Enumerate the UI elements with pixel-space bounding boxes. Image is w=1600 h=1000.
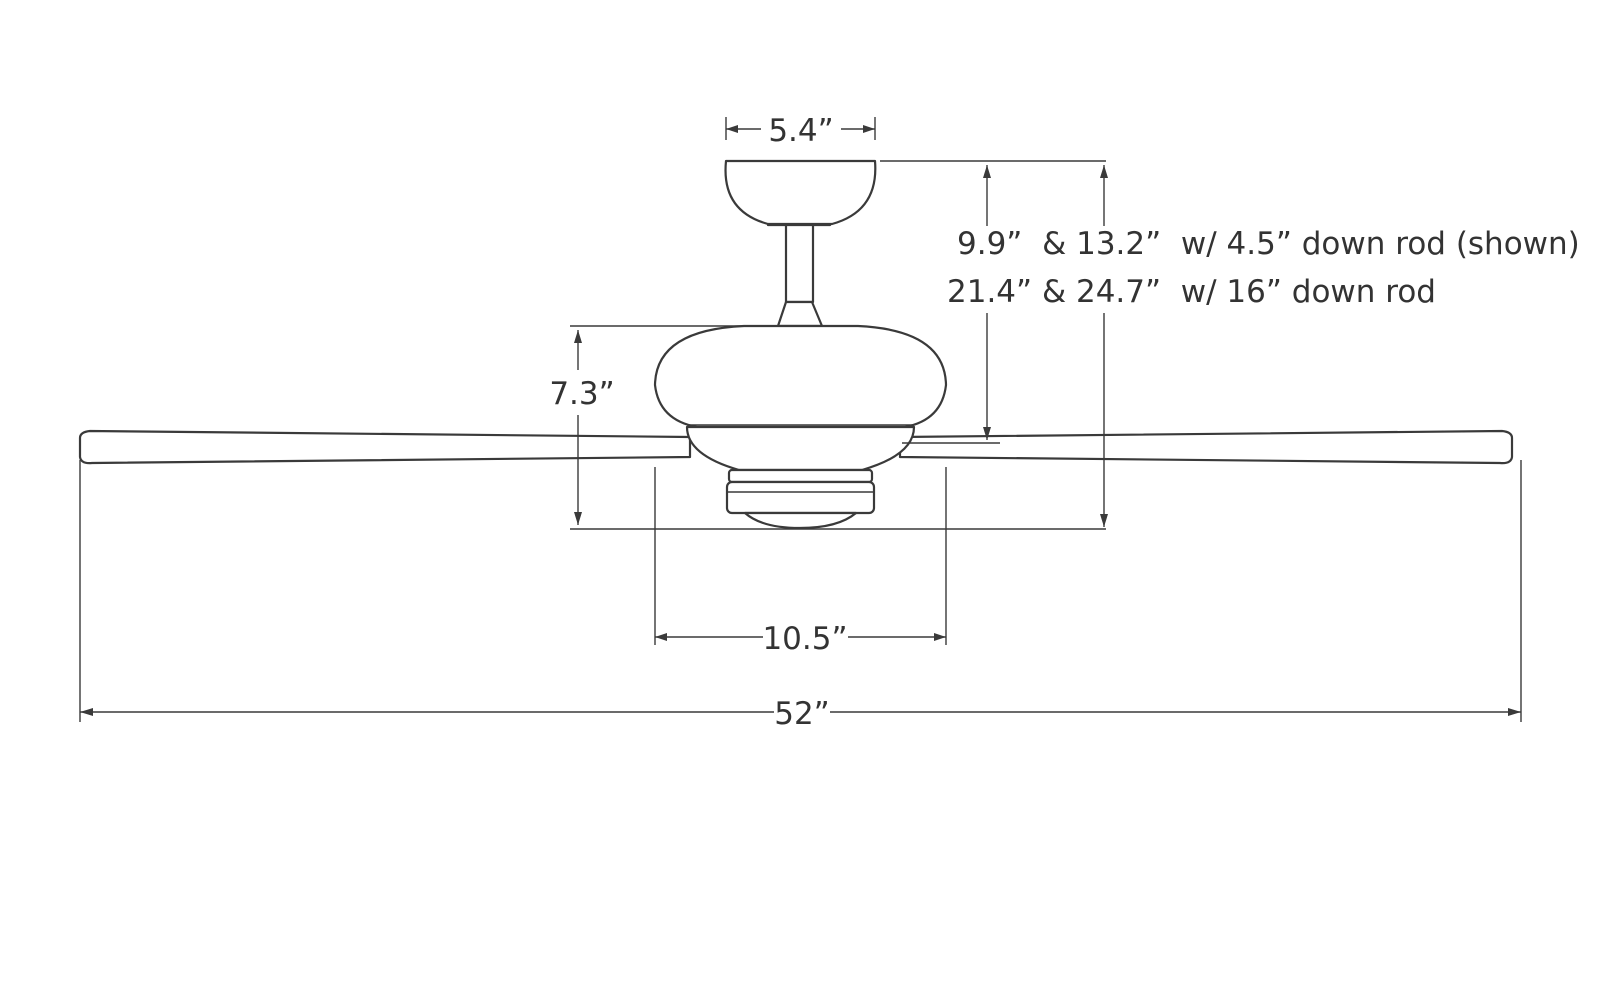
canopy <box>724 159 877 226</box>
fan-drawing <box>78 159 1514 530</box>
light-kit-lens <box>743 511 858 530</box>
right-blade <box>898 429 1514 465</box>
dimension-labels: 5.4” 9.9” & 13.2” w/ 4.5” down rod (show… <box>549 113 1579 732</box>
dimension-lines <box>79 117 1522 722</box>
light-kit-ring <box>727 468 874 484</box>
left-blade <box>78 429 692 465</box>
blade-span-label: 52” <box>774 696 830 732</box>
lower-bowl <box>685 425 916 472</box>
light-kit-body <box>725 480 876 515</box>
motor-housing <box>653 324 948 429</box>
down-rod <box>784 220 815 304</box>
overall-height-label-2: 21.4” & 24.7” w/ 16” down rod <box>947 274 1436 310</box>
light-kit-width-label: 10.5” <box>762 621 847 657</box>
motor-height-label: 7.3” <box>549 376 614 412</box>
overall-height-label-1: 9.9” & 13.2” w/ 4.5” down rod (shown) <box>957 226 1580 262</box>
canopy-width-label: 5.4” <box>768 113 833 149</box>
rod-coupler <box>776 300 824 328</box>
